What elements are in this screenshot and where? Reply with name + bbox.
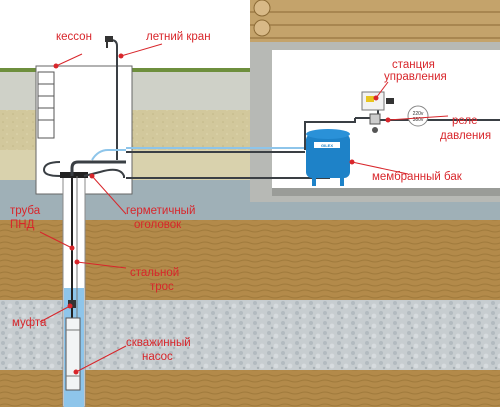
- tank-badge-text: GILEX: [321, 143, 333, 148]
- marker-cable: [74, 259, 80, 265]
- label-relay-line2: давления: [440, 130, 491, 142]
- label-wellhead-line1: герметичный: [126, 205, 195, 217]
- sealed-wellhead: [60, 172, 88, 178]
- label-pipe-line2: ПНД: [10, 219, 35, 231]
- control-station-icon: 220v 380v: [361, 91, 429, 127]
- markers: [53, 53, 391, 375]
- borehole-pump: [65, 317, 81, 391]
- tank-inlet-pipe: [304, 118, 356, 150]
- panel-voltage-1: 220v: [413, 111, 424, 117]
- label-coupling: муфта: [12, 317, 47, 329]
- marker-coupling: [67, 303, 73, 309]
- basement-floor: [272, 188, 500, 196]
- label-pump-line1: скважинный: [126, 337, 191, 349]
- label-membrane-tank: мембранный бак: [372, 171, 463, 183]
- pressure-relay-icon: [369, 113, 381, 133]
- label-wellhead-line2: оголовок: [134, 219, 182, 231]
- label-cable-line2: трос: [150, 281, 174, 293]
- labels: кессон летний кран станция управления ре…: [10, 31, 491, 363]
- marker-relay: [385, 117, 391, 123]
- caisson-ladder: [37, 71, 55, 139]
- tank-badge: [314, 142, 340, 148]
- summer-tap: [105, 36, 113, 48]
- supply-pipe-riser: [70, 160, 126, 176]
- label-cable-line1: стальной: [130, 267, 179, 279]
- power-panel: [407, 105, 429, 127]
- marker-kesson: [53, 63, 59, 69]
- marker-station: [373, 95, 379, 101]
- tank-body: [306, 134, 350, 178]
- marker-pnd-pipe: [69, 245, 75, 251]
- panel-voltage-2: 380v: [413, 117, 424, 123]
- marker-pump: [73, 369, 79, 375]
- coupling: [68, 300, 76, 308]
- label-pump-line2: насос: [142, 351, 173, 363]
- membrane-tank-icon: GILEX: [306, 129, 350, 186]
- marker-tank: [349, 159, 355, 165]
- marker-wellhead: [89, 173, 95, 179]
- label-station-line2: управления: [384, 71, 447, 83]
- label-station-line1: станция: [392, 59, 435, 71]
- label-summer-tap: летний кран: [146, 31, 211, 43]
- label-kesson: кессон: [56, 31, 92, 43]
- label-pipe-line1: труба: [10, 205, 41, 217]
- marker-summer-tap: [118, 53, 124, 59]
- leader-lines: [39, 43, 449, 373]
- label-relay-line1: реле: [452, 115, 478, 127]
